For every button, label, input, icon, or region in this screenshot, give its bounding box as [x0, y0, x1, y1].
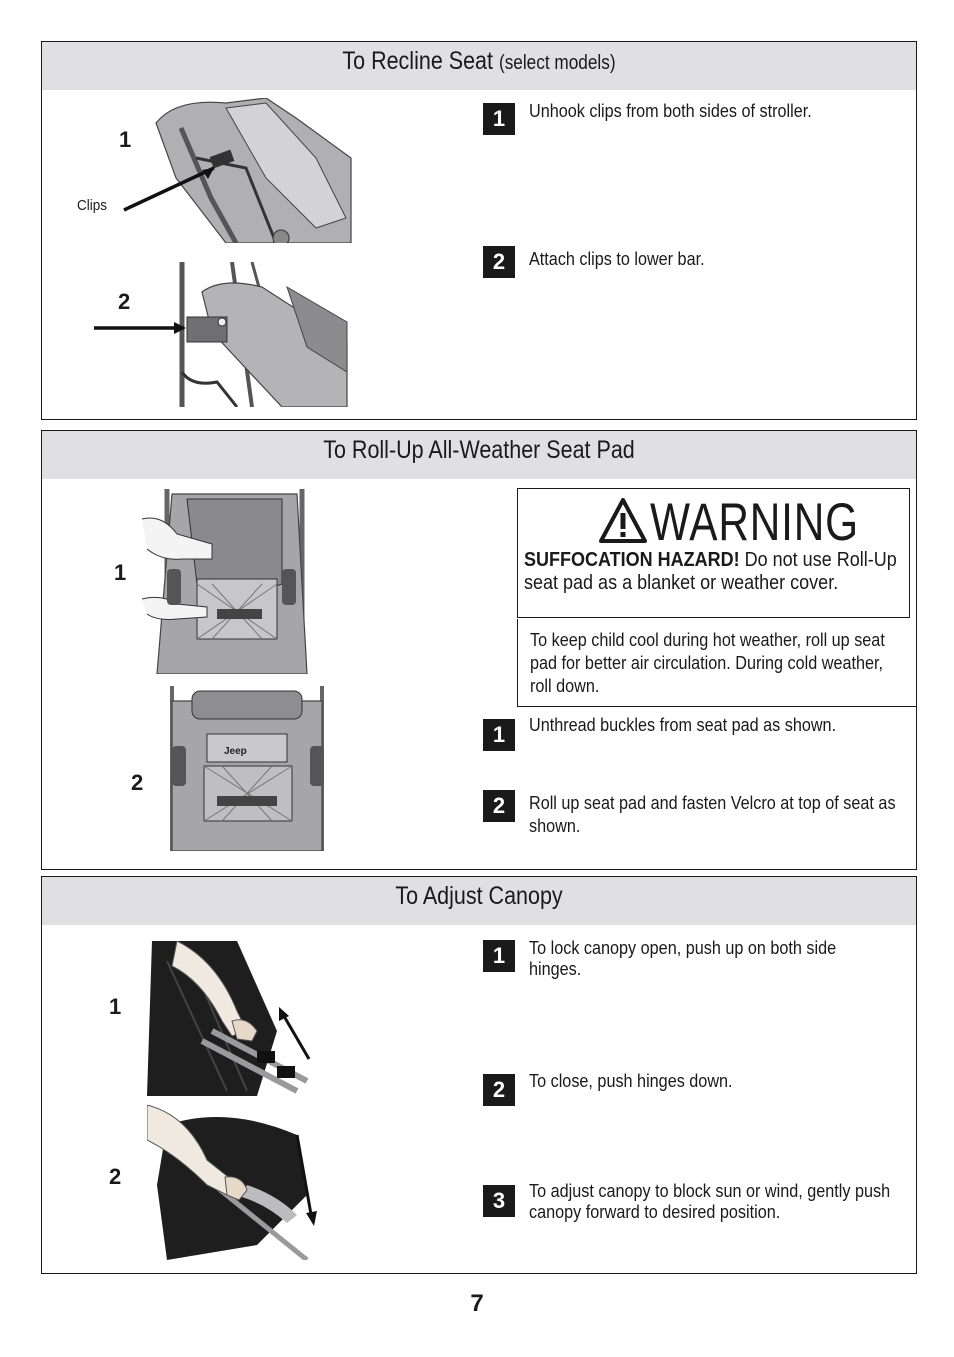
hazard-label: SUFFOCATION HAZARD! — [524, 549, 740, 571]
recline-step1-illustration — [123, 98, 352, 243]
section-title: To Roll-Up All-Weather Seat Pad — [323, 436, 635, 464]
figure-number-2: 2 — [118, 289, 131, 314]
figure-number-1: 1 — [119, 127, 132, 152]
step-badge-1: 1 — [483, 940, 515, 972]
figure-number-1: 1 — [109, 994, 122, 1019]
clips-label: Clips — [77, 197, 108, 214]
step-text-2: Roll up seat pad and fasten Velcro at to… — [529, 793, 896, 836]
canopy-step2-illustration — [147, 1105, 317, 1260]
warning-triangle-icon — [599, 498, 647, 543]
section-subtitle: (select models) — [498, 52, 616, 74]
section-title: To Recline Seat (select models) — [342, 47, 616, 75]
care-note-text: To keep child cool during hot weather, r… — [530, 630, 885, 696]
rollup-step1-illustration — [142, 489, 308, 674]
rollup-seat-pad-section: To Roll-Up All-Weather Seat Pad 1 2 Jeep — [41, 430, 917, 870]
rollup-step2-illustration: Jeep — [170, 686, 324, 851]
step-badge-1: 1 — [483, 103, 515, 135]
page-number: 7 — [470, 1290, 484, 1317]
adjust-canopy-section: To Adjust Canopy 1 2 1 To lock canopy op… — [41, 876, 917, 1274]
warning-box: WARNING SUFFOCATION HAZARD! Do not use R… — [517, 488, 910, 618]
section-title: To Adjust Canopy — [395, 882, 563, 910]
warning-message: Do not use Roll-Up seat pad as a blanket… — [524, 549, 897, 594]
step-text-3: To adjust canopy to block sun or wind, g… — [529, 1181, 891, 1222]
step-badge-1: 1 — [483, 719, 515, 751]
jeep-logo: Jeep — [224, 746, 247, 757]
warning-body: SUFFOCATION HAZARD! Do not use Roll-Up s… — [524, 549, 902, 595]
section-header: To Adjust Canopy — [42, 877, 916, 925]
care-note: To keep child cool during hot weather, r… — [517, 619, 917, 707]
canopy-step1-illustration — [147, 941, 311, 1096]
step-badge-3: 3 — [483, 1185, 515, 1217]
step-text-1: Unthread buckles from seat pad as shown. — [529, 715, 837, 735]
section-header: To Roll-Up All-Weather Seat Pad — [42, 431, 916, 479]
step-text-2: Attach clips to lower bar. — [529, 249, 705, 269]
figure-number-1: 1 — [114, 560, 127, 585]
step-badge-2: 2 — [483, 790, 515, 822]
step-text-2: To close, push hinges down. — [529, 1071, 733, 1091]
step-badge-2: 2 — [483, 1074, 515, 1106]
recline-step2-illustration — [94, 262, 348, 407]
warning-title: WARNING — [650, 493, 859, 552]
step-badge-2: 2 — [483, 246, 515, 278]
recline-seat-section: To Recline Seat (select models) 1 2 Clip… — [41, 41, 917, 420]
section-header: To Recline Seat (select models) — [42, 42, 916, 90]
figure-number-2: 2 — [131, 770, 144, 795]
step-text-1: Unhook clips from both sides of stroller… — [529, 101, 812, 121]
figure-number-2: 2 — [109, 1164, 122, 1189]
step-text-1: To lock canopy open, push up on both sid… — [529, 938, 837, 979]
